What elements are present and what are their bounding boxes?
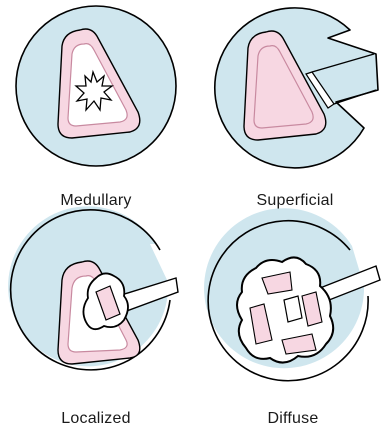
panel-medullary [16,6,176,166]
panel-localized [8,206,178,370]
panel-superficial [215,8,378,168]
diffuse-sequestrum [284,296,302,322]
label-diffuse: Diffuse [218,410,368,428]
panel-diffuse [204,208,380,381]
label-localized: Localized [21,410,171,428]
label-superficial: Superficial [220,192,370,210]
label-medullary: Medullary [21,192,171,210]
